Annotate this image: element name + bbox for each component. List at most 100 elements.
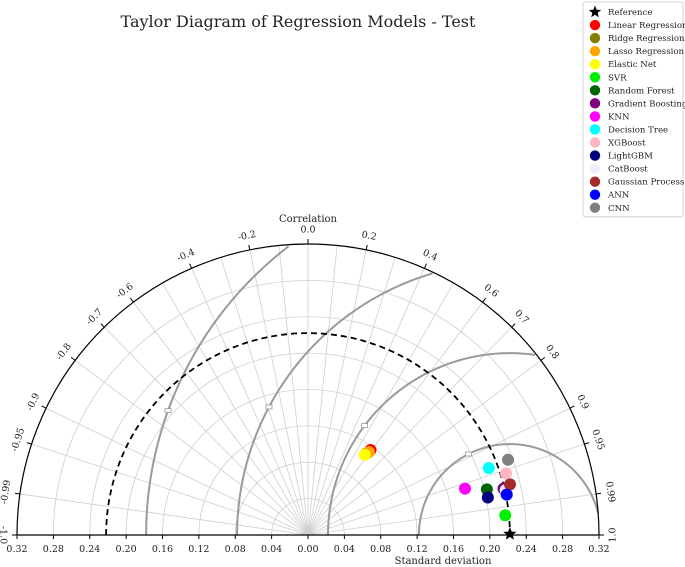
correlation-tick: [482, 297, 487, 303]
legend-label: Gaussian Process: [608, 178, 684, 188]
point-xgboost: [500, 467, 513, 480]
correlation-tick-label: -0.6: [114, 281, 135, 301]
correlation-tick-label: -0.95: [9, 427, 27, 454]
correlation-tick: [569, 405, 575, 409]
correlation-tick: [365, 244, 368, 250]
legend-label: Lasso Regression: [608, 47, 685, 57]
correlation-tick: [540, 356, 546, 361]
correlation-grid-line: [307, 249, 367, 536]
point-elastic-net: [358, 448, 371, 461]
legend-label: XGBoost: [608, 139, 646, 149]
correlation-tick: [596, 492, 602, 495]
legend-marker: [589, 176, 601, 187]
correlation-grid-line: [278, 245, 309, 536]
std-tick-label: 0.04: [261, 544, 282, 555]
correlation-grid-line: [220, 257, 309, 536]
correlation-label: Correlation: [279, 214, 338, 225]
correlation-tick-label: 0.99: [603, 481, 617, 503]
legend-marker: [589, 137, 601, 148]
correlation-tick-label: -0.99: [0, 479, 13, 505]
legend-label: Random Forest: [608, 86, 675, 96]
correlation-tick-label: 0.9: [574, 393, 590, 411]
correlation-tick: [14, 492, 20, 495]
std-tick-label: 0.20: [116, 544, 137, 555]
std-tick-label: 0.04: [334, 544, 355, 555]
std-tick-label: 0.24: [79, 544, 100, 555]
correlation-tick: [26, 442, 32, 445]
correlation-grid-line: [307, 257, 396, 536]
rms-contour: [417, 443, 600, 536]
correlation-tick-label: -0.8: [54, 341, 74, 362]
legend-label: LightGBM: [608, 152, 653, 162]
point-gaussian-process: [504, 478, 516, 491]
correlation-grid-line: [307, 407, 571, 536]
correlation-grid-line: [307, 268, 425, 536]
std-tick-label: 0.00: [297, 544, 318, 555]
correlation-tick: [189, 263, 193, 269]
correlation-grid-line: [307, 326, 512, 536]
legend-reference-marker: [588, 5, 602, 18]
correlation-tick: [41, 405, 47, 409]
std-tick-label: 0.24: [516, 544, 537, 555]
legend-marker: [589, 45, 601, 57]
correlation-grid-line: [249, 249, 309, 536]
reference-point: [503, 527, 517, 540]
correlation-tick-label: -0.2: [237, 229, 257, 243]
correlation-grid-line: [307, 245, 338, 536]
correlation-grid-line: [19, 493, 309, 536]
legend-marker: [589, 98, 601, 109]
correlation-tick: [423, 263, 427, 269]
legend-label: Reference: [608, 8, 652, 18]
correlation-tick-label: 1.0: [608, 527, 619, 542]
legend-label: CatBoost: [608, 165, 648, 175]
std-tick-label: 0.28: [552, 544, 573, 555]
correlation-tick-label: -1.0: [0, 526, 9, 544]
legend-marker: [589, 32, 601, 44]
std-tick-label: 0.12: [407, 544, 428, 555]
correlation-tick-label: 0.6: [482, 282, 501, 300]
legend-marker: [589, 163, 601, 174]
correlation-tick-label: 0.2: [361, 229, 378, 243]
rms-contour-label: [164, 408, 172, 413]
correlation-grid-line: [31, 443, 309, 536]
grid: [17, 244, 600, 536]
correlation-tick-label: 0.0: [300, 225, 315, 236]
rms-contour-label: [465, 451, 472, 457]
legend-marker: [589, 189, 601, 200]
correlation-tick: [248, 244, 251, 250]
correlation-tick: [129, 297, 134, 303]
legend-label: Linear Regression: [608, 21, 685, 31]
legend-label: KNN: [608, 112, 630, 122]
std-tick-label: 0.20: [479, 544, 500, 555]
correlation-grid-line: [104, 326, 309, 536]
rms-contour-label: [265, 404, 273, 410]
correlation-grid-line: [45, 407, 309, 536]
legend-marker: [589, 85, 601, 96]
std-tick-label: 0.32: [588, 544, 609, 555]
point-decision-tree: [482, 462, 495, 475]
chart-title: Taylor Diagram of Regression Models - Te…: [121, 12, 476, 31]
correlation-grid-line: [307, 301, 483, 536]
point-knn: [458, 482, 471, 495]
correlation-grid-line: [133, 301, 309, 536]
correlation-tick: [70, 356, 76, 361]
rms-contour-label: [361, 423, 369, 428]
data-points: [358, 443, 517, 540]
std-tick-label: 0.32: [6, 544, 27, 555]
legend-marker: [589, 150, 601, 161]
std-tick-label: 0.28: [43, 544, 64, 555]
correlation-tick-label: 0.8: [543, 343, 561, 362]
legend-marker: [589, 72, 601, 83]
correlation-grid-line: [307, 360, 542, 536]
std-tick-label: 0.16: [152, 544, 173, 555]
correlation-tick: [584, 442, 590, 445]
correlation-tick: [511, 323, 516, 328]
legend-label: CNN: [608, 204, 630, 214]
legend-frame: [582, 1, 684, 218]
legend-marker: [589, 111, 601, 122]
legend-marker: [589, 19, 601, 31]
legend-label: SVR: [608, 73, 627, 83]
point-ann: [500, 488, 513, 501]
correlation-grid-line: [162, 282, 309, 536]
